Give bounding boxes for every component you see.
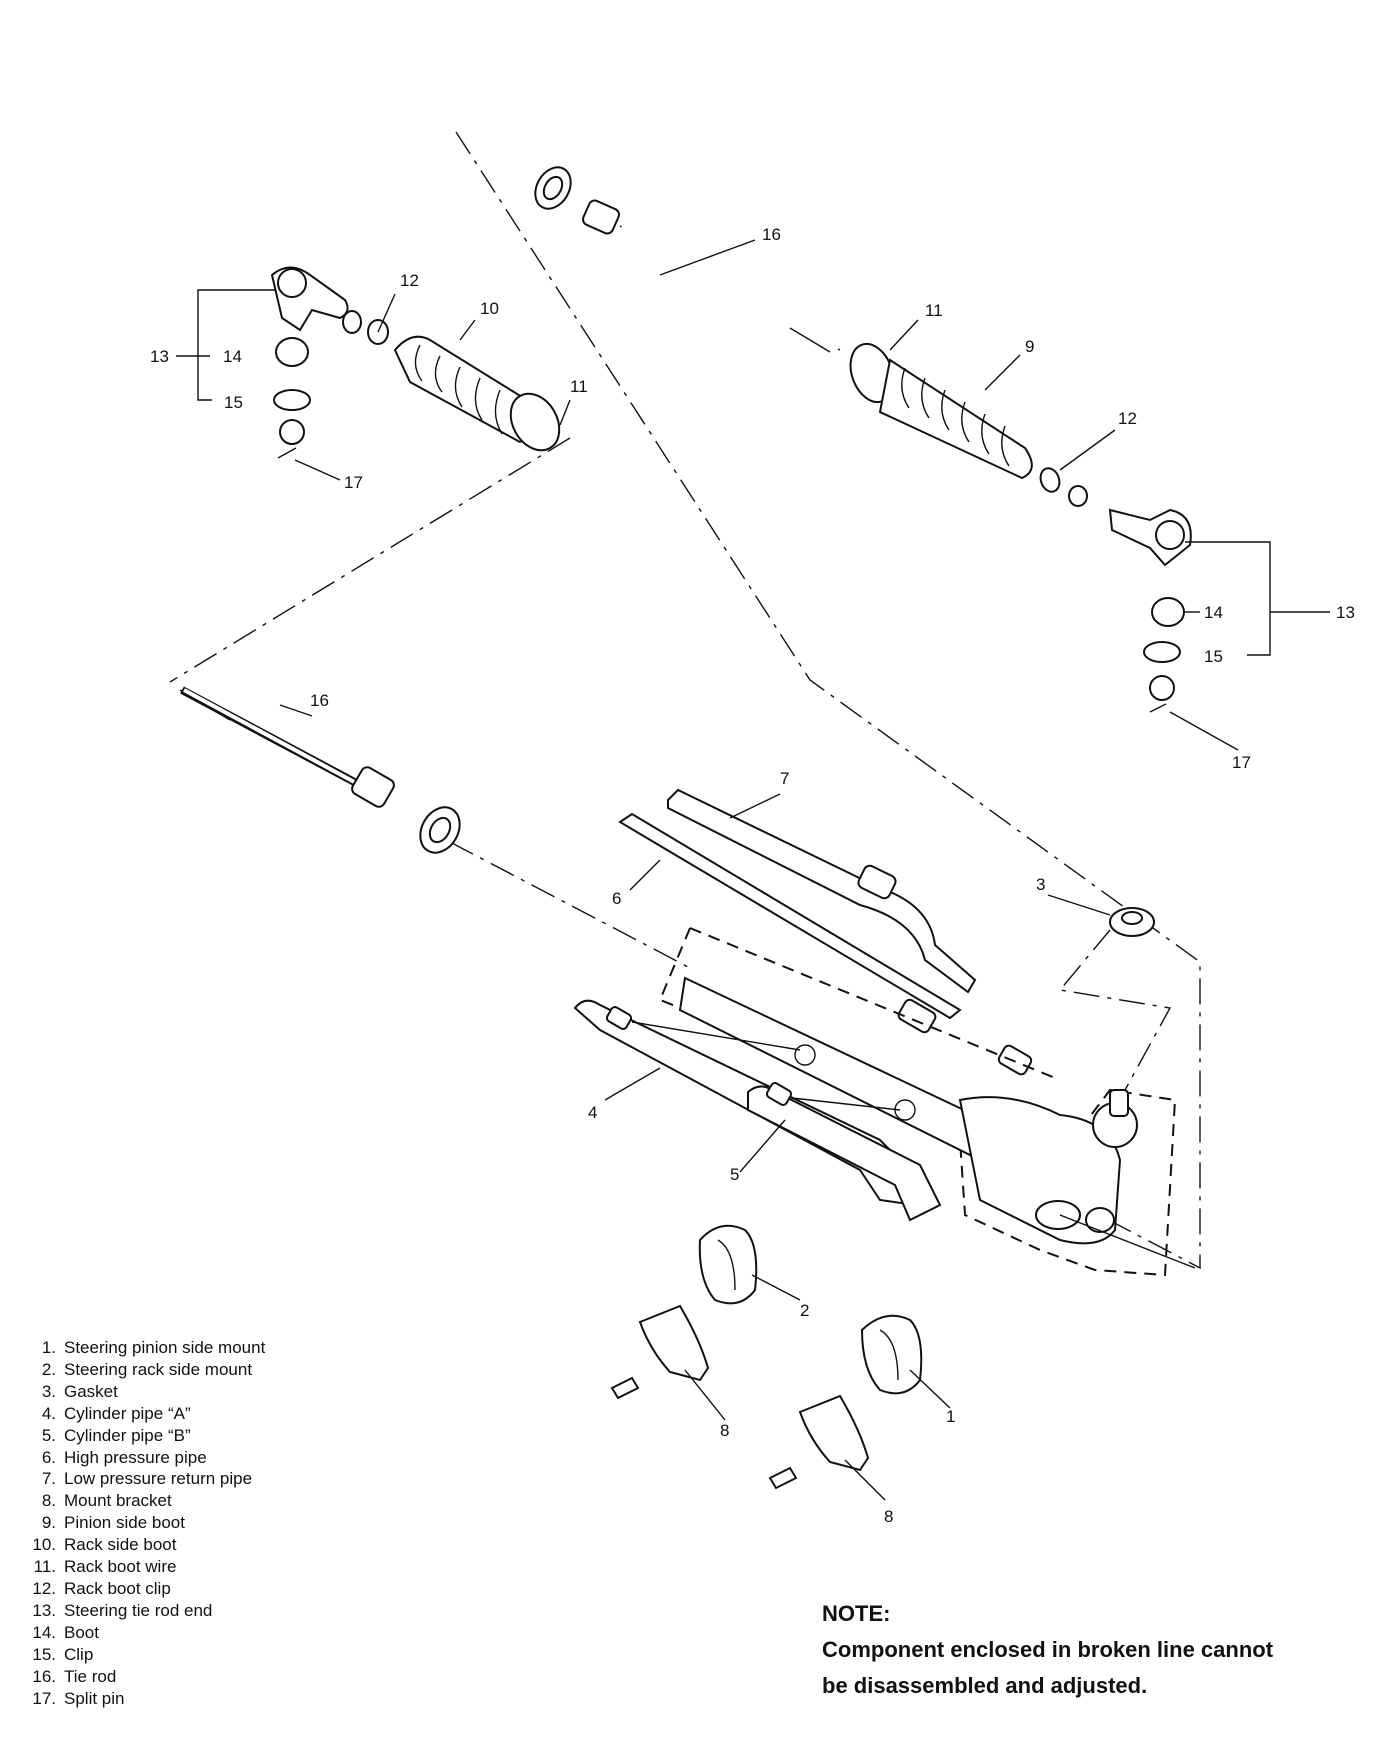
legend-item: 9. Pinion side boot [18,1512,265,1534]
legend-number: 8. [41,1491,56,1511]
callout-8b: 8 [884,1507,893,1526]
note-block: NOTE: Component enclosed in broken line … [822,1596,1273,1704]
tie-rod-lower [179,686,461,854]
legend-item: 3. Gasket [18,1381,265,1403]
note-line-2: be disassembled and adjusted. [822,1673,1148,1698]
callout-1: 1 [946,1407,955,1426]
legend-label: Rack boot wire [64,1557,177,1577]
legend-item: 7. Low pressure return pipe [18,1468,265,1490]
legend-label: Mount bracket [64,1491,172,1511]
legend-item: 13. Steering tie rod end [18,1600,265,1622]
callout-14b: 14 [1204,603,1223,622]
legend-label: Rack side boot [64,1535,177,1555]
assembly-chain-lines [169,131,1201,1270]
legend-item: 11. Rack boot wire [18,1556,265,1578]
legend-label: High pressure pipe [64,1447,207,1467]
legend-label: Tie rod [64,1666,117,1686]
note-title: NOTE: [822,1601,891,1626]
callout-labels: 16 12 10 11 13 14 15 17 11 9 12 14 13 15… [150,225,1355,1526]
callout-14a: 14 [223,347,242,366]
callout-16a: 16 [762,225,781,244]
callout-7: 7 [780,769,789,788]
legend-label: Gasket [64,1381,118,1401]
legend-number: 16. [32,1666,56,1686]
parts-legend: 1. Steering pinion side mount 2. Steering r… [18,1337,265,1709]
callout-5: 5 [730,1165,739,1184]
legend-number: 2. [41,1359,56,1379]
mounts [698,1224,923,1395]
callout-12a: 12 [400,271,419,290]
leader-lines [279,239,1116,1501]
legend-label: Low pressure return pipe [64,1469,253,1489]
legend-number: 1. [41,1338,56,1357]
legend-number: 13. [32,1600,56,1620]
legend-label: Clip [64,1644,94,1664]
legend-number: 9. [41,1513,56,1533]
note-line-1: Component enclosed in broken line cannot [822,1637,1274,1662]
legend-item: 6. High pressure pipe [18,1447,265,1469]
pinion-side-boot [849,342,1088,507]
legend-item: 15. Clip [18,1644,265,1666]
legend-number: 7. [41,1469,56,1489]
callout-15b: 15 [1204,647,1223,666]
callout-17a: 17 [344,473,363,492]
callout-17b: 17 [1232,753,1251,772]
callout-13b: 13 [1336,603,1355,622]
legend-item: 5. Cylinder pipe “B” [18,1425,265,1447]
legend-number: 11. [33,1557,56,1577]
legend-number: 12. [32,1578,56,1598]
legend-label: Boot [64,1622,99,1642]
callout-15a: 15 [224,393,243,412]
callout-8a: 8 [720,1421,729,1440]
legend-number: 3. [41,1381,56,1401]
legend-item: 17. Split pin [18,1688,265,1710]
legend-number: 15. [32,1644,56,1664]
callout-12b: 12 [1118,409,1137,428]
callout-9: 9 [1025,337,1034,356]
legend-item: 4. Cylinder pipe “A” [18,1403,265,1425]
legend-item: 8. Mount bracket [18,1490,265,1512]
legend-item: 10. Rack side boot [18,1534,265,1556]
legend-item: 16. Tie rod [18,1666,265,1688]
callout-11b: 11 [925,301,943,320]
legend-label: Cylinder pipe “A” [64,1403,191,1423]
legend-number: 4. [41,1403,56,1423]
legend-label: Rack boot clip [64,1578,171,1598]
legend-item: 14. Boot [18,1622,265,1644]
legend-number: 10. [32,1535,56,1555]
callout-4: 4 [588,1103,597,1122]
callout-6: 6 [612,889,621,908]
legend-label: Split pin [64,1688,125,1708]
legend-label: Cylinder pipe “B” [64,1425,191,1445]
callout-16b: 16 [310,691,329,710]
legend-item: 12. Rack boot clip [18,1578,265,1600]
callout-13a: 13 [150,347,169,366]
callout-10: 10 [480,299,499,318]
tie-rod-upper [534,166,841,353]
mount-brackets [610,1304,870,1490]
legend-number: 17. [32,1688,56,1708]
pressure-pipes [618,788,1033,1076]
legend-label: Steering rack side mount [64,1359,253,1379]
rack-side-boot [342,310,561,452]
legend-number: 6. [41,1447,56,1467]
legend-number: 5. [41,1425,56,1445]
legend-label: Steering pinion side mount [64,1338,266,1357]
callout-2: 2 [800,1301,809,1320]
legend-number: 14. [32,1622,56,1642]
steering-gear-assembly [573,927,1196,1277]
legend-label: Steering tie rod end [64,1600,213,1620]
tie-rod-end-left [176,266,349,481]
callout-11a: 11 [570,377,588,396]
legend-item: 1. Steering pinion side mount [18,1337,265,1359]
tie-rod-end-right [1108,508,1330,751]
legend-label: Pinion side boot [64,1513,185,1533]
callout-3: 3 [1036,875,1045,894]
legend-item: 2. Steering rack side mount [18,1359,265,1381]
gasket [1109,907,1155,937]
